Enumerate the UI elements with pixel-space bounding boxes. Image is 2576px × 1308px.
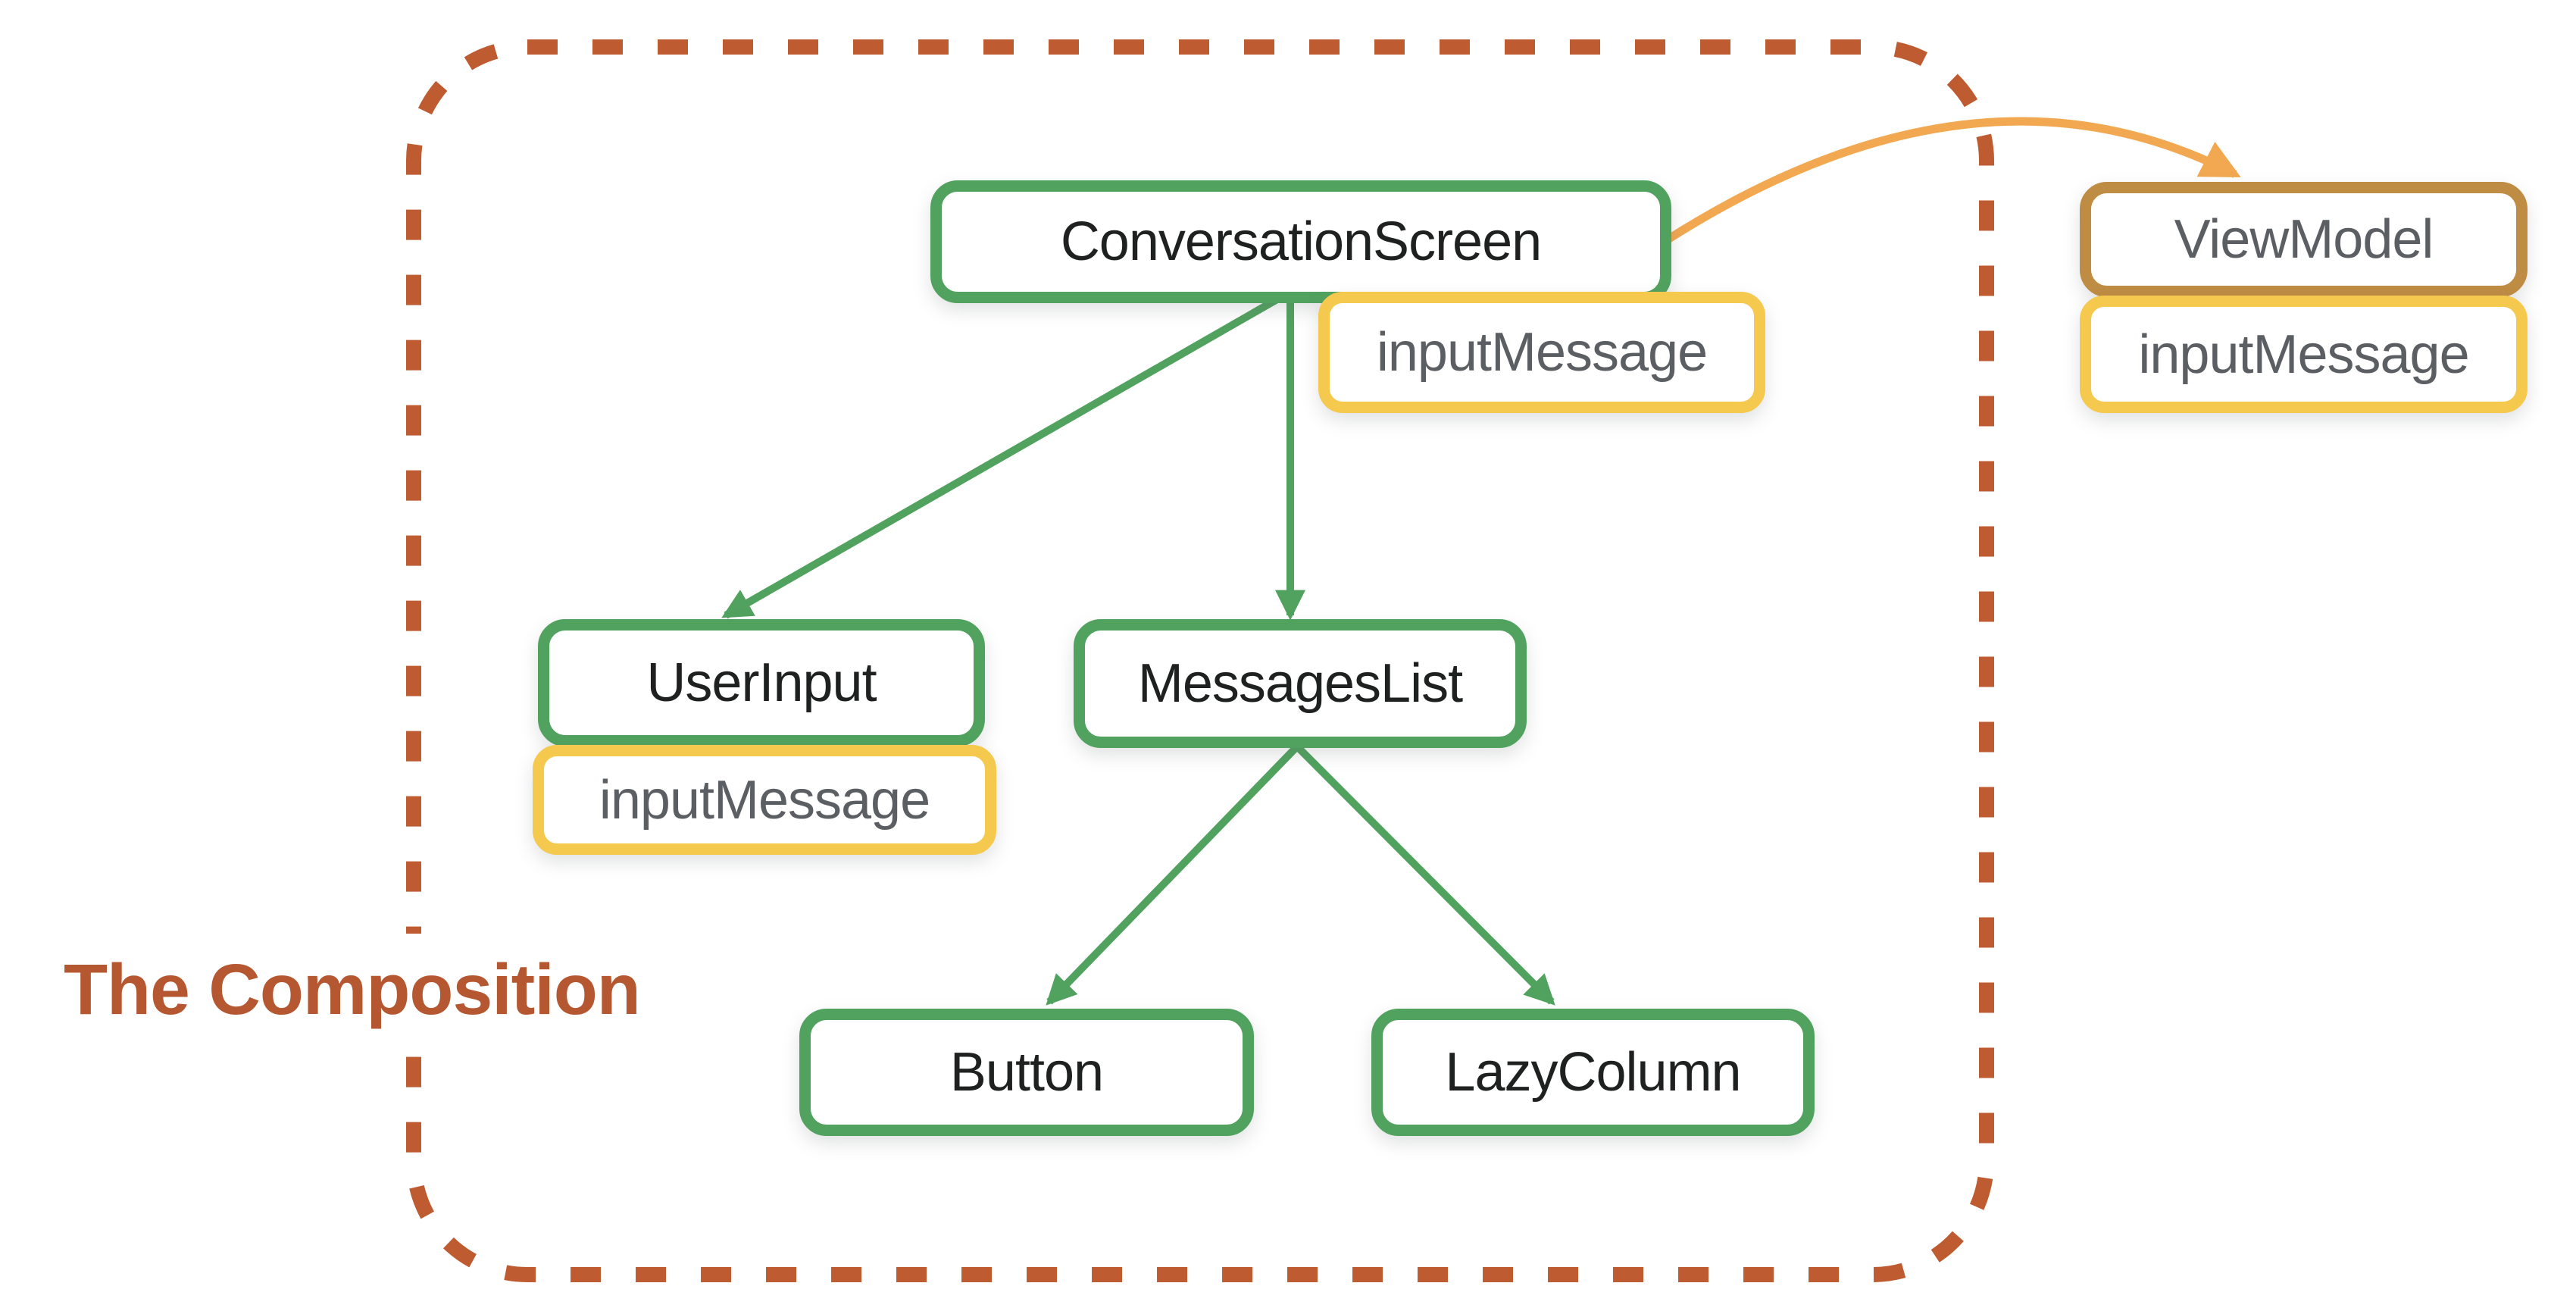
node-conversation-screen: ConversationScreen xyxy=(930,180,1671,303)
node-messages-list: MessagesList xyxy=(1074,619,1527,748)
node-conversation-screen-state-label: inputMessage xyxy=(1376,322,1708,383)
node-conversation-screen-state: inputMessage xyxy=(1318,292,1765,413)
node-view-model-label: ViewModel xyxy=(2174,209,2434,270)
edge-conversationscreen-userinput xyxy=(721,288,1293,619)
node-button-label: Button xyxy=(949,1042,1104,1103)
edge-messageslist-button xyxy=(1046,743,1300,1006)
node-lazy-column: LazyColumn xyxy=(1371,1009,1815,1136)
edge-messageslist-lazycolumn xyxy=(1294,743,1555,1006)
node-button: Button xyxy=(799,1009,1254,1136)
edge-conversationscreen-viewmodel xyxy=(1663,117,2241,245)
node-view-model-state-label: inputMessage xyxy=(2138,324,2469,385)
node-user-input-state-label: inputMessage xyxy=(599,769,930,831)
node-user-input-state: inputMessage xyxy=(533,745,996,855)
composition-label: The Composition xyxy=(48,934,655,1047)
node-conversation-screen-label: ConversationScreen xyxy=(1060,211,1542,272)
node-view-model-state: inputMessage xyxy=(2080,296,2528,413)
node-lazy-column-label: LazyColumn xyxy=(1445,1042,1741,1103)
node-messages-list-label: MessagesList xyxy=(1137,653,1463,714)
node-user-input: UserInput xyxy=(538,619,985,746)
composition-boundary xyxy=(406,39,1994,1282)
node-view-model: ViewModel xyxy=(2080,182,2528,297)
node-user-input-label: UserInput xyxy=(646,652,877,713)
